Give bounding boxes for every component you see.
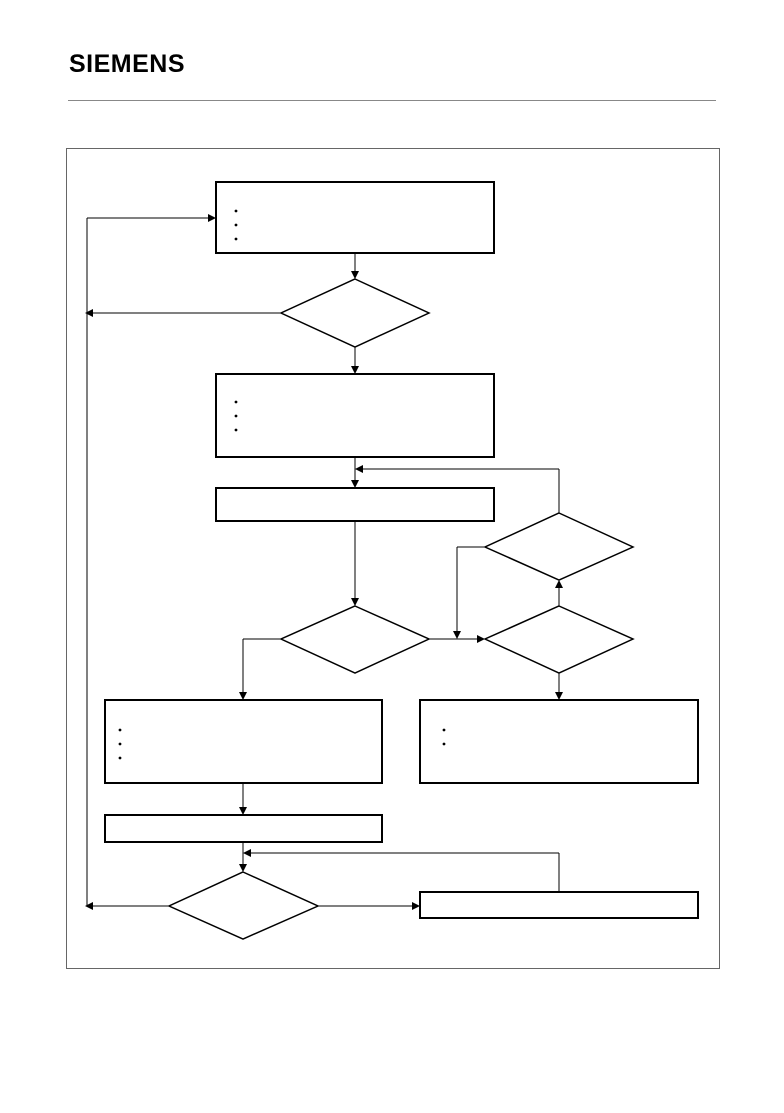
header-rule — [68, 100, 716, 101]
decision-2 — [279, 605, 431, 674]
decision-1 — [279, 278, 431, 348]
process-box-4 — [104, 699, 383, 784]
siemens-logo: SIEMENS — [69, 50, 186, 78]
process-box-1 — [215, 181, 495, 254]
decision-4 — [483, 605, 635, 674]
bullet-dots — [118, 209, 446, 760]
process-box-2 — [215, 373, 495, 458]
process-box-7 — [419, 891, 699, 919]
process-box-3 — [215, 487, 495, 522]
process-box-6 — [104, 814, 383, 843]
connectors — [85, 214, 563, 910]
decision-3 — [483, 512, 635, 581]
decision-5 — [167, 871, 320, 940]
diagram-frame — [66, 148, 720, 969]
process-box-5 — [419, 699, 699, 784]
